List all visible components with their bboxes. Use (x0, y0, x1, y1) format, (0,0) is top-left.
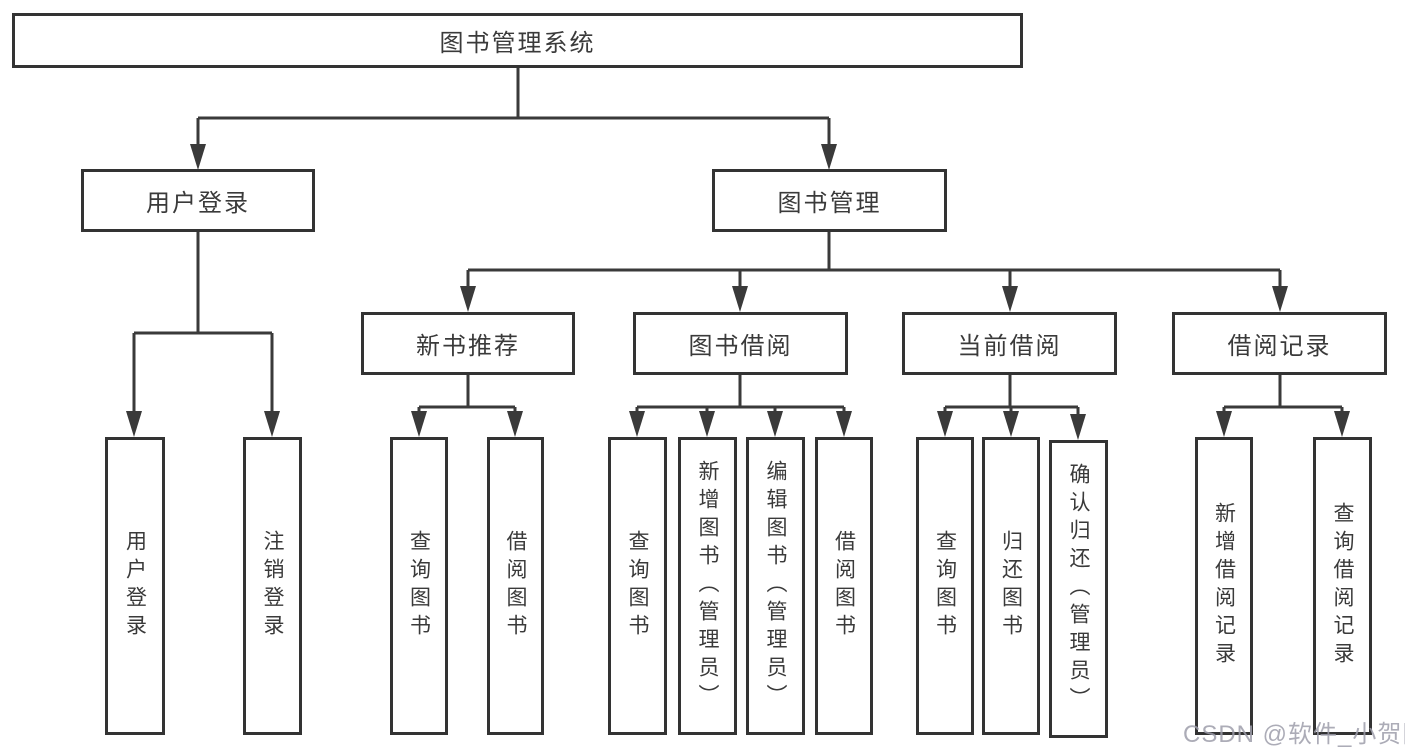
csdn-watermark: CSDN @软件_小贺同学 (1183, 721, 1405, 747)
node-label: 查询图书 (626, 530, 649, 642)
leaf-edit-books-admin: 编辑图书（管理员） (746, 437, 805, 735)
arrowheads (126, 144, 1350, 440)
leaf-query-borrow-record: 查询借阅记录 (1313, 437, 1372, 735)
node-book-management-module: 图书管理 (712, 169, 947, 232)
leaf-return-books: 归还图书 (982, 437, 1040, 735)
node-book-management-system: 图书管理系统 (12, 13, 1023, 68)
node-label: 编辑图书（管理员） (764, 460, 787, 712)
node-label: 归还图书 (999, 530, 1023, 642)
node-label: 新增借阅记录 (1212, 502, 1236, 670)
node-label: 查询图书 (407, 530, 431, 642)
node-label: 新增图书（管理员） (696, 460, 719, 712)
leaf-query-books-borrowing: 查询图书 (608, 437, 667, 735)
node-label: 用户登录 (146, 190, 250, 217)
node-label: 借阅记录 (1227, 333, 1332, 360)
node-label: 注销登录 (261, 530, 284, 642)
node-book-borrowing: 图书借阅 (633, 312, 848, 375)
leaf-query-books-current: 查询图书 (916, 437, 974, 735)
node-label: 查询图书 (933, 530, 957, 642)
leaf-add-borrow-record: 新增借阅记录 (1195, 437, 1253, 735)
leaf-add-books-admin: 新增图书（管理员） (678, 437, 737, 735)
node-label: 确认归还（管理员） (1067, 463, 1090, 715)
node-label: 当前借阅 (957, 333, 1062, 360)
node-label: 用户登录 (123, 530, 147, 642)
node-current-borrowing: 当前借阅 (902, 312, 1117, 375)
node-user-login-module: 用户登录 (81, 169, 315, 232)
node-label: 图书管理 (777, 190, 882, 217)
leaf-user-login: 用户登录 (105, 437, 165, 735)
node-borrowing-records: 借阅记录 (1172, 312, 1387, 375)
leaf-logout: 注销登录 (243, 437, 302, 735)
node-new-book-recommendation: 新书推荐 (361, 312, 575, 375)
leaf-confirm-return-admin: 确认归还（管理员） (1049, 440, 1108, 738)
node-label: 图书借阅 (688, 333, 793, 360)
leaf-query-books-recommend: 查询图书 (390, 437, 448, 735)
node-label: 查询借阅记录 (1331, 502, 1354, 670)
node-label: 图书管理系统 (439, 30, 596, 57)
node-label: 新书推荐 (416, 333, 520, 360)
leaf-borrow-books-borrowing: 借阅图书 (815, 437, 873, 735)
node-label: 借阅图书 (832, 530, 856, 642)
node-label: 借阅图书 (504, 530, 527, 642)
leaf-borrow-books-recommend: 借阅图书 (487, 437, 544, 735)
